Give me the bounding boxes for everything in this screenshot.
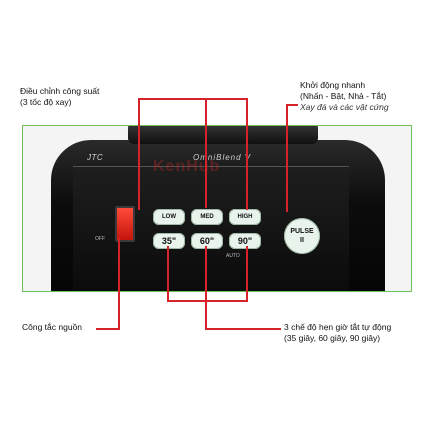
power-switch-label: Công tắc nguồn bbox=[22, 322, 83, 332]
callout-timer-left bbox=[167, 246, 169, 302]
callout-timer-center bbox=[205, 246, 207, 330]
jar-base bbox=[128, 126, 318, 144]
power-adjust-label: Điều chỉnh công suất (3 tốc độ xay) bbox=[20, 86, 100, 107]
power-switch[interactable] bbox=[115, 206, 135, 242]
callout-speed-horizontal bbox=[138, 98, 248, 100]
pulse-button[interactable]: PULSE II bbox=[284, 218, 320, 254]
device-photo-frame: JTC OmniBlend V KenHub OFF LOW MED HIGH … bbox=[22, 125, 412, 292]
low-button[interactable]: LOW bbox=[153, 209, 185, 225]
quick-start-label: Khởi động nhanh (Nhấn - Bật, Nhả - Tắt) … bbox=[300, 80, 389, 112]
callout-speed-left bbox=[138, 98, 140, 210]
timer-60-button[interactable]: 60" bbox=[191, 233, 223, 249]
med-button[interactable]: MED bbox=[191, 209, 223, 225]
callout-speed-center bbox=[205, 98, 207, 208]
callout-timer-right bbox=[246, 246, 248, 302]
callout-pulse-vertical bbox=[286, 104, 288, 212]
auto-label: AUTO bbox=[226, 253, 240, 259]
timer-modes-label: 3 chế độ hẹn giờ tắt tự động (35 giây, 6… bbox=[284, 322, 392, 343]
timer-35-button[interactable]: 35" bbox=[153, 233, 185, 249]
brand-logo: JTC bbox=[87, 153, 104, 162]
callout-switch-horizontal bbox=[96, 328, 120, 330]
callout-speed-right bbox=[246, 98, 248, 210]
callout-switch-vertical bbox=[118, 238, 120, 330]
watermark: KenHub bbox=[153, 158, 221, 175]
callout-timer-horizontal bbox=[205, 328, 281, 330]
timer-90-button[interactable]: 90" bbox=[229, 233, 261, 249]
model-name: OmniBlend V bbox=[193, 153, 252, 162]
off-label: OFF bbox=[95, 236, 105, 242]
callout-pulse-horizontal bbox=[286, 104, 298, 106]
high-button[interactable]: HIGH bbox=[229, 209, 261, 225]
callout-timer-bottom bbox=[167, 300, 248, 302]
